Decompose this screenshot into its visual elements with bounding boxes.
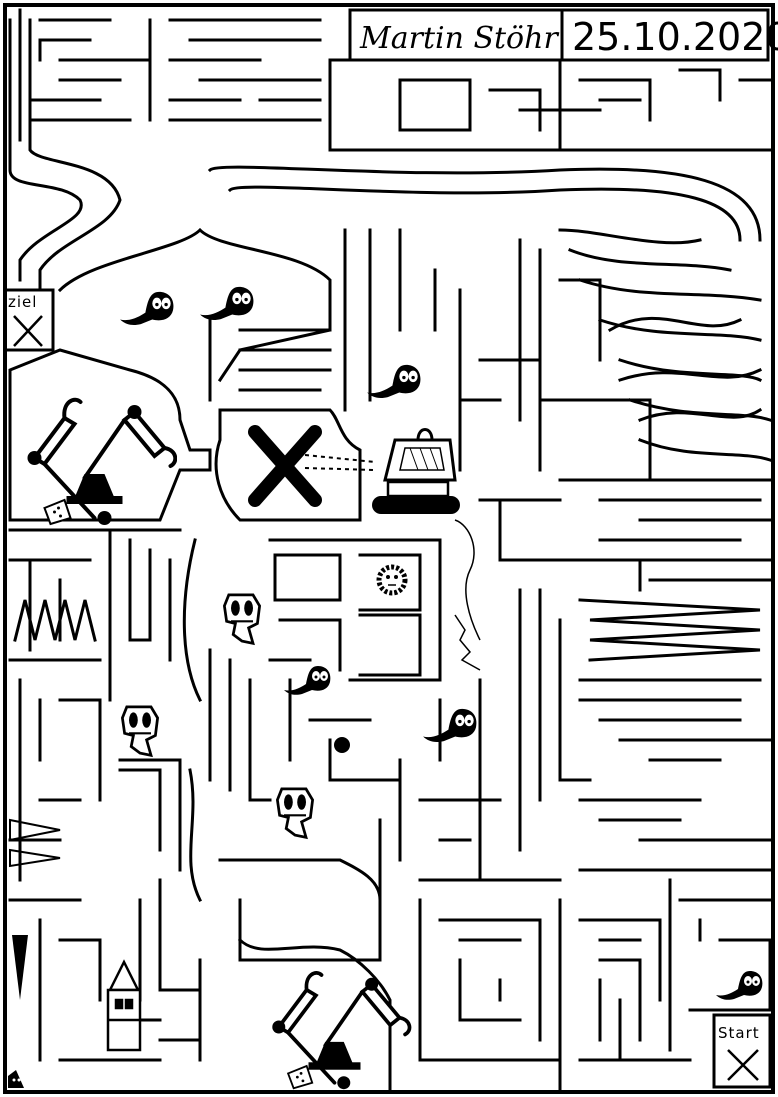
date-box	[560, 8, 770, 62]
skull-icon	[275, 787, 315, 839]
tower-icon	[106, 959, 142, 1052]
tank-icon	[372, 428, 481, 671]
start-marker: Start	[712, 1013, 772, 1089]
ghost-icon	[367, 364, 421, 399]
maze-border	[3, 3, 775, 1094]
skull-icon	[120, 705, 160, 757]
ghost-icon	[200, 286, 254, 321]
ghost-icon	[120, 291, 174, 326]
signature-box	[348, 8, 564, 62]
chain-saw	[304, 454, 376, 471]
cat-eyes-icon	[8, 1070, 24, 1088]
fuzzball-icon	[376, 564, 408, 596]
start-label: Start	[718, 1024, 760, 1042]
dot-icon	[334, 737, 350, 753]
maze-walls	[3, 8, 772, 1092]
signature: Martin Stöhr	[359, 21, 559, 56]
cross-icon	[248, 425, 322, 507]
spikes-icon	[9, 818, 61, 1000]
date: 25.10.2020	[572, 15, 778, 59]
skull-icon	[222, 593, 262, 645]
ghost-icon	[716, 971, 763, 1000]
robot-arm-icon	[28, 400, 176, 525]
goal-label: ziel	[8, 293, 37, 311]
goal-marker: ziel	[8, 293, 43, 347]
ghost-icon	[423, 708, 477, 743]
